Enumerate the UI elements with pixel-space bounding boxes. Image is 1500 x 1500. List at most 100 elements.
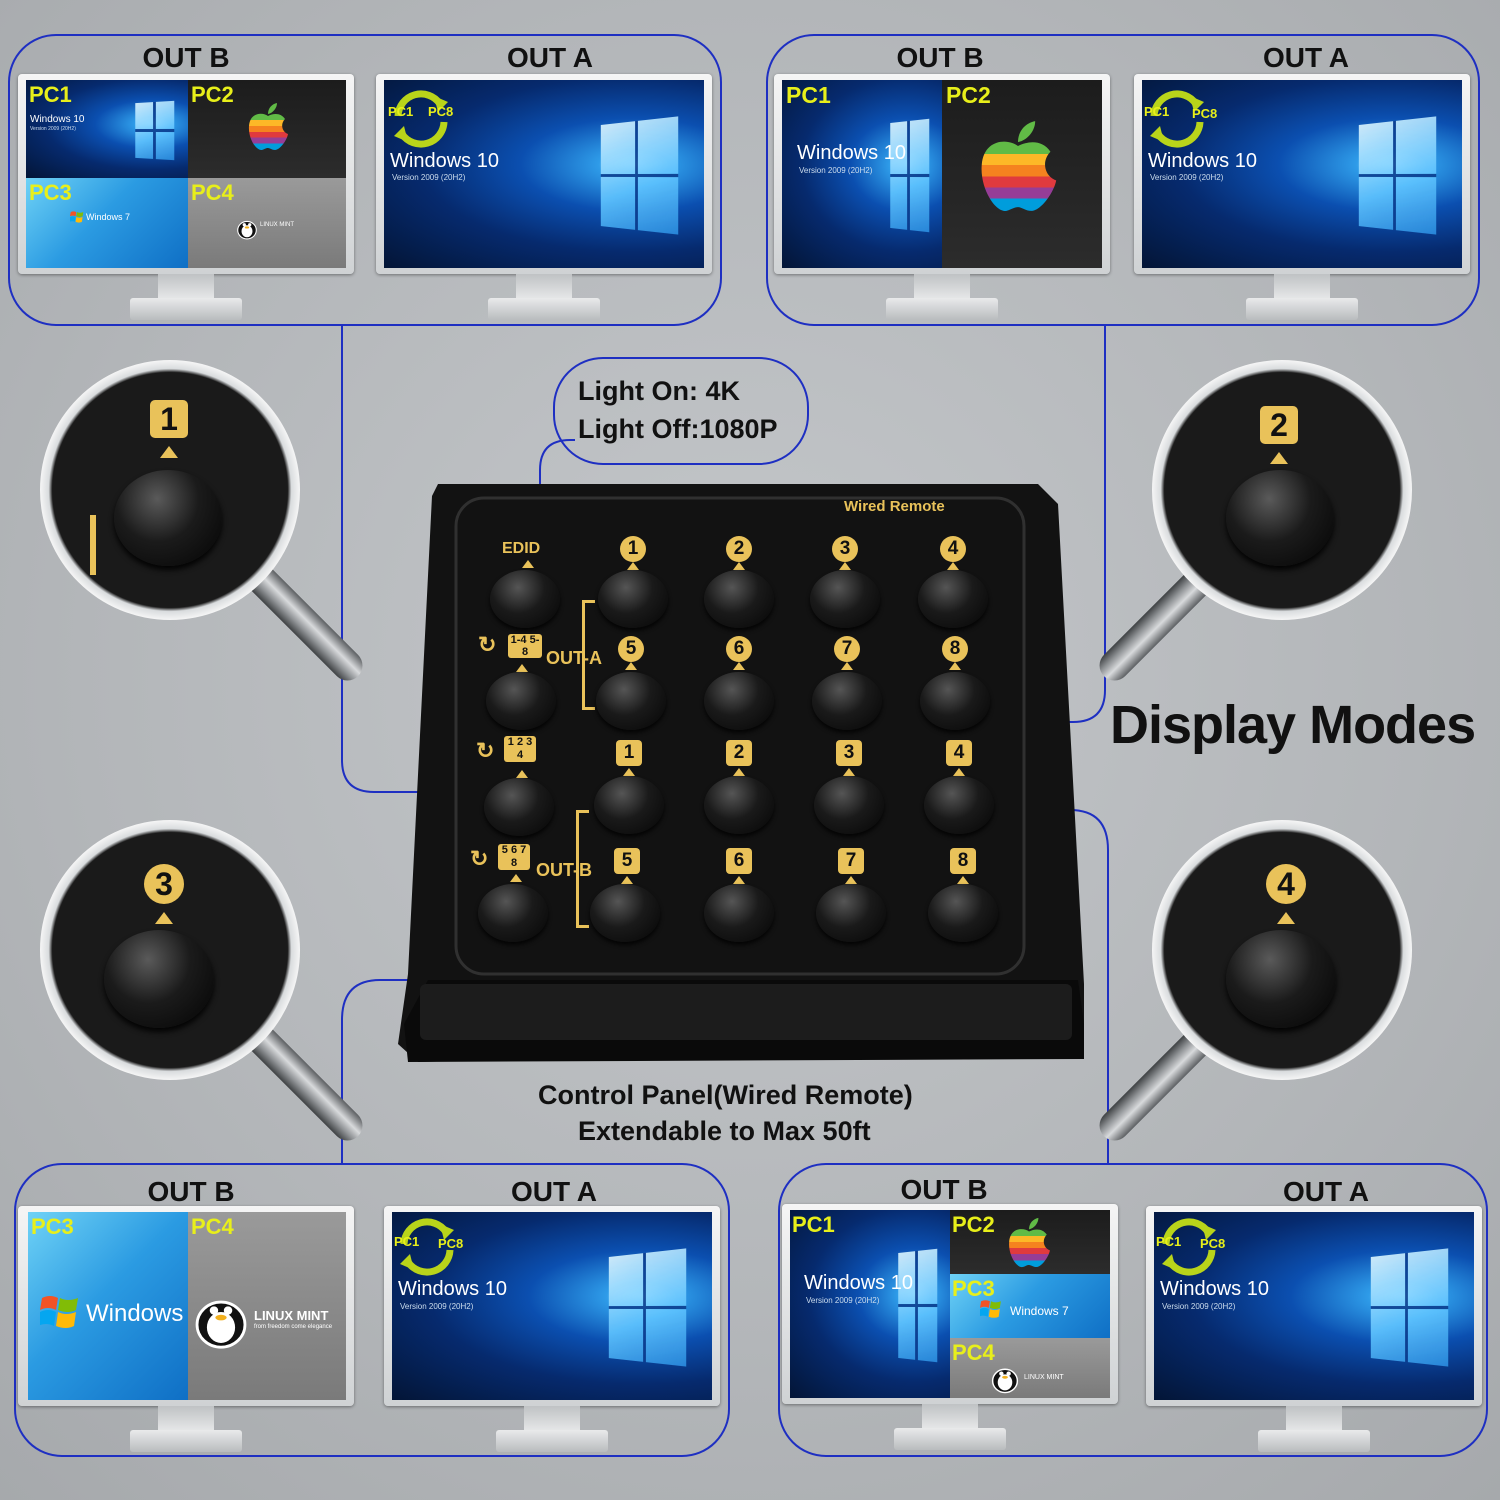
pc4-window: PC4 LINUX MINT (950, 1338, 1110, 1398)
out-a-label: OUT A (1282, 1176, 1370, 1207)
out-a-number-8: 8 (942, 636, 968, 662)
monitor-out-a: PC1 PC8 Windows 10 Version 2009 (20H2) (384, 1206, 720, 1456)
quad-2-badge: 1 2 3 4 (504, 736, 536, 762)
pc3-window: PC3 Windows 7 (26, 178, 188, 268)
mode-panel-bottom-left (14, 1163, 730, 1457)
pc3-window: PC3 Windows 7 (28, 1212, 188, 1400)
out-b-button-6[interactable] (704, 884, 774, 942)
magnifier-3: 3 (40, 820, 369, 1147)
out-a-number-5: 5 (618, 636, 644, 662)
toggle-out-a-button[interactable] (486, 672, 556, 730)
monitor-out-b: PC3 Windows 7 PC4 LINUX MINT from freedo… (18, 1206, 354, 1456)
remote-brand: Wired Remote (844, 498, 945, 515)
tux-logo-icon (192, 1288, 250, 1350)
quad-a-badge: 1-4 5-8 (508, 634, 542, 658)
out-b-button-4[interactable] (924, 776, 994, 834)
monitor-out-a: PC1 PC8 Windows 10 Version 2009 (20H2) (376, 74, 712, 324)
out-a-number-3: 3 (832, 536, 858, 562)
quad-b-badge: 5 6 7 8 (498, 844, 530, 870)
monitor-out-a: PC1 PC8 Windows 10 Version 2009 (20H2) (1134, 74, 1470, 324)
windows7-logo-icon (70, 210, 84, 224)
out-b-number-7: 7 (838, 848, 864, 874)
monitor-out-b: PC1 Windows 10 Version 2009 (20H2) PC2 (774, 74, 1110, 324)
out-b-number-2: 2 (726, 740, 752, 766)
windows7-logo-icon (40, 1290, 80, 1334)
out-b-label: OUT B (896, 42, 984, 73)
out-a-label: OUT A (1262, 42, 1350, 73)
magnifier-number: 3 (144, 864, 184, 904)
magnifier-2: 2 (1093, 360, 1460, 687)
pc1-window: PC1 Windows 10 Version 2009 (20H2) (782, 80, 942, 268)
pc3-window: PC3 Windows 7 (950, 1274, 1110, 1338)
out-a-button-3[interactable] (810, 570, 880, 628)
out-b-number-1: 1 (616, 740, 642, 766)
swap-icon: ↻ (476, 738, 495, 763)
out-b-button-7[interactable] (816, 884, 886, 942)
magnifier-number: 2 (1260, 406, 1298, 444)
pc1-window: PC1 Windows 10 Version 2009 (20H2) (790, 1210, 950, 1398)
monitor-out-a: PC1 PC8 Windows 10 Version 2009 (20H2) (1146, 1206, 1482, 1456)
out-b-number-4: 4 (946, 740, 972, 766)
monitor-out-b: PC1 Windows 10 Version 2009 (20H2) PC2 P… (782, 1204, 1118, 1454)
out-a-button-5[interactable] (596, 672, 666, 730)
out-a-button-6[interactable] (704, 672, 774, 730)
edid-button[interactable] (490, 570, 560, 628)
magnifier-number: 4 (1266, 864, 1306, 904)
out-b-number-8: 8 (950, 848, 976, 874)
edid-note-line1: Light On: 4K (578, 376, 740, 406)
tux-logo-icon (236, 216, 258, 240)
caption-line1: Control Panel(Wired Remote) (538, 1080, 913, 1110)
out-a-number-6: 6 (726, 636, 752, 662)
swap-icon: ↻ (470, 846, 489, 871)
wired-remote: Wired Remote EDID ↻ 1-4 5-8 OUT-A ↻ 1 2 … (398, 484, 1084, 1062)
mode-panel-top-left (8, 34, 722, 326)
pc2-window: PC2 (950, 1210, 1110, 1274)
out-a-label: OUT A (506, 42, 594, 73)
out-a-number-7: 7 (834, 636, 860, 662)
toggle-quad-button[interactable] (484, 778, 554, 836)
out-a-button-2[interactable] (704, 570, 774, 628)
pc4-window: PC4 LINUX MINT from freedom come eleganc… (188, 1212, 346, 1400)
out-a-button-8[interactable] (920, 672, 990, 730)
out-b-label: OUT B (142, 42, 230, 73)
out-a-number-4: 4 (940, 536, 966, 562)
out-b-label: OUT B (900, 1174, 988, 1205)
tux-logo-icon (990, 1362, 1020, 1394)
monitor-out-b: PC1 Windows 10 Version 2009 (20H2) PC2 P… (18, 74, 354, 324)
mode-panel-bottom-right (778, 1163, 1488, 1457)
out-b-label: OUT B (147, 1176, 235, 1207)
out-a-label: OUT A (510, 1176, 598, 1207)
out-a-button-4[interactable] (918, 570, 988, 628)
pc2-window: PC2 (942, 80, 1102, 268)
out-b-number-6: 6 (726, 848, 752, 874)
switch-cycle-icon (388, 86, 454, 152)
out-b-number-5: 5 (614, 848, 640, 874)
magnifier-number: 1 (150, 400, 188, 438)
pc1-window: PC1 Windows 10 Version 2009 (20H2) (26, 80, 188, 178)
swap-icon: ↻ (478, 632, 497, 657)
out-a-number-1: 1 (620, 536, 646, 562)
apple-logo-icon (976, 118, 1060, 216)
out-b-button-8[interactable] (928, 884, 998, 942)
out-a-label: OUT-A (546, 648, 602, 668)
out-b-button-1[interactable] (594, 776, 664, 834)
out-b-button-2[interactable] (704, 776, 774, 834)
pc4-window: PC4 LINUX MINT (188, 178, 346, 268)
out-b-number-3: 3 (836, 740, 862, 766)
out-a-button-1[interactable] (598, 570, 668, 628)
windows7-logo-icon (980, 1298, 1002, 1320)
caption-line2: Extendable to Max 50ft (578, 1116, 871, 1146)
edid-note-line2: Light Off:1080P (578, 414, 778, 444)
out-b-button-5[interactable] (590, 884, 660, 942)
out-a-button-7[interactable] (812, 672, 882, 730)
apple-logo-icon (1006, 1216, 1052, 1270)
magnifier-1: 1 (40, 360, 369, 687)
out-a-number-2: 2 (726, 536, 752, 562)
page-title: Display Modes (1110, 695, 1476, 755)
edid-label: EDID (502, 540, 541, 557)
magnifier-4: 4 (1093, 820, 1460, 1147)
toggle-out-b-button[interactable] (478, 884, 548, 942)
apple-logo-icon (246, 102, 290, 152)
out-b-button-3[interactable] (814, 776, 884, 834)
pc2-window: PC2 (188, 80, 346, 178)
